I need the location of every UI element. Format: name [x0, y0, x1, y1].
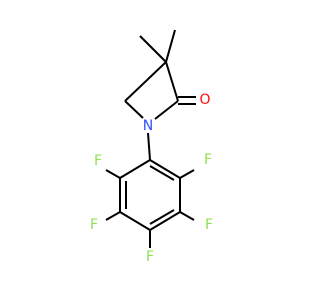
- ring-bond-c4-c5: [149, 211, 181, 231]
- fluorine-meta-left-label: F: [90, 217, 98, 233]
- ring-inner-c4-c5: [149, 209, 175, 225]
- molecule-structure: O N F F F F F: [89, 29, 214, 265]
- ring-bond-c6-c1: [149, 159, 181, 179]
- ring-inner-c1-c6: [149, 165, 175, 181]
- fluorine-ortho-right-label: F: [204, 152, 212, 168]
- bond-cf-ortho-right: [179, 169, 195, 179]
- fluorine-ortho-left-label: F: [94, 153, 102, 169]
- bond-methyl-2: [165, 29, 176, 63]
- ring-bond-c3-c4: [119, 211, 151, 231]
- bond-n-carbonyl: [154, 100, 179, 120]
- bond-cf-meta-left: [105, 211, 121, 221]
- bond-methyl-1: [139, 35, 167, 63]
- bond-carbonyl-c3: [165, 61, 179, 102]
- oxygen-label: O: [199, 92, 210, 108]
- bond-cf-ortho-left: [105, 169, 121, 179]
- bond-ch2-n: [124, 100, 144, 119]
- nitrogen-label: N: [143, 118, 153, 134]
- ring-bond-c1-c2: [119, 159, 151, 179]
- fluorine-para-label: F: [146, 249, 154, 265]
- bond-cf-meta-right: [179, 211, 195, 221]
- bond-c3-ch2: [124, 61, 167, 102]
- fluorine-meta-right-label: F: [205, 217, 213, 233]
- bond-n-aryl: [147, 132, 151, 161]
